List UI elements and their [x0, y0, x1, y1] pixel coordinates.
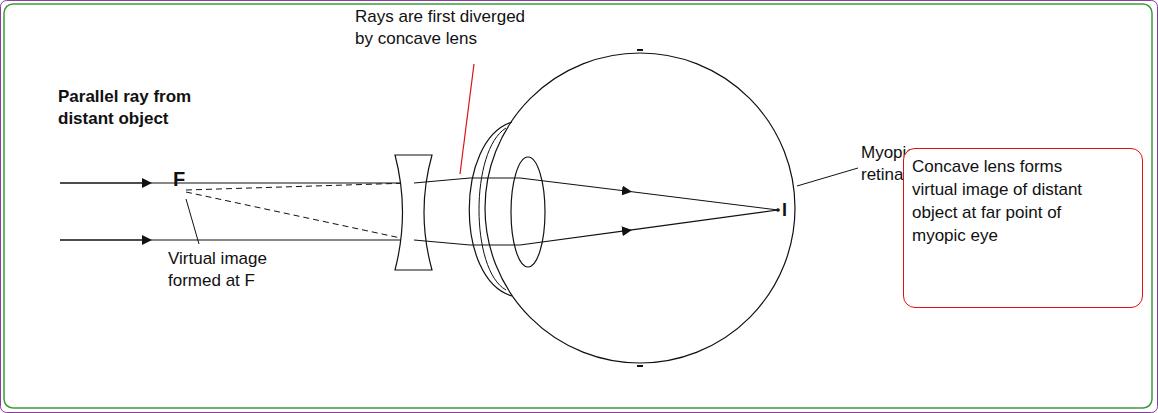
virtual-ray [186, 192, 410, 240]
parallel-ray [150, 239, 412, 240]
eye-lens [511, 157, 545, 267]
leader-line [460, 64, 474, 174]
image-label: I [782, 199, 796, 221]
focus-label: F [173, 168, 193, 190]
image-point [776, 208, 780, 212]
note-box: Concave lens forms virtual image of dist… [903, 148, 1143, 308]
refracted-ray [414, 178, 630, 192]
parallel-ray [150, 182, 412, 183]
tick [637, 49, 643, 51]
cornea [469, 122, 512, 296]
callout-text: Virtual image formed at F [168, 248, 293, 292]
refracted-ray [414, 230, 630, 245]
note-text: Concave lens forms virtual image of dist… [912, 155, 1084, 247]
concave-lens [395, 155, 432, 270]
refracted-ray [630, 210, 778, 230]
callout-text: Rays are first diverged by concave lens [355, 6, 537, 50]
refracted-ray [630, 192, 778, 211]
virtual-ray [186, 183, 410, 190]
ray-label: Parallel ray from distant object [58, 86, 223, 130]
eyeball [485, 53, 795, 363]
leader-line [186, 199, 199, 244]
tick [637, 365, 643, 367]
cornea [479, 128, 506, 290]
parallel-ray [60, 182, 150, 184]
leader-line [797, 168, 858, 186]
green-frame [4, 4, 1152, 408]
parallel-ray [60, 239, 150, 241]
